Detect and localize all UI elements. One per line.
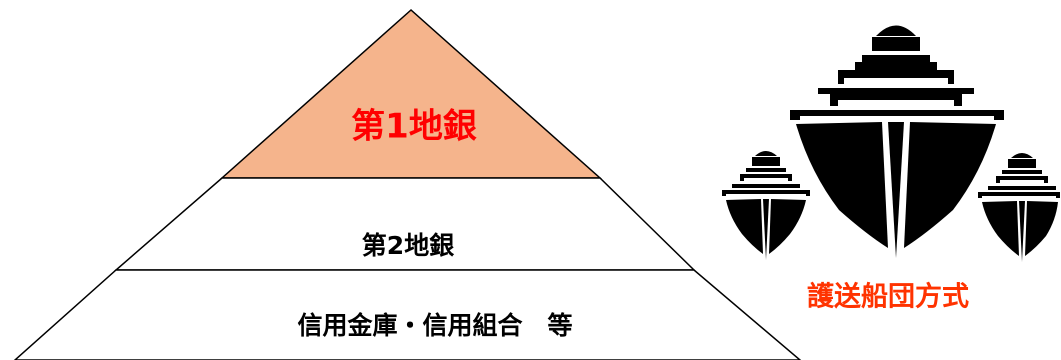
tier-1-label: 第1地銀 [351, 107, 477, 147]
convoy-label: 護送船団方式 [807, 281, 969, 313]
tier-2-label: 第2地銀 [362, 231, 454, 260]
tier-3-shape [13, 269, 802, 360]
pyramid: 第1地銀 第2地銀 信用金庫・信用組合 等 [13, 8, 802, 360]
tier-1-shape [220, 8, 602, 179]
small-ship-icon [722, 151, 810, 260]
convoy-ships: 護送船団方式 [722, 25, 1060, 313]
tier-3-label: 信用金庫・信用組合 等 [297, 311, 572, 340]
large-ship-icon [790, 25, 1004, 258]
small-ship-icon [978, 153, 1060, 262]
